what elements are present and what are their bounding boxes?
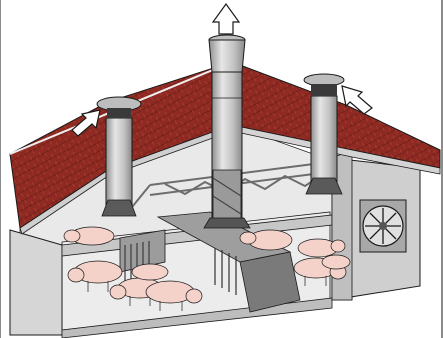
pig [322,255,350,269]
arrow-up-icon [213,4,239,34]
pig [132,264,168,280]
pig [64,227,114,245]
fan-icon [360,200,406,252]
